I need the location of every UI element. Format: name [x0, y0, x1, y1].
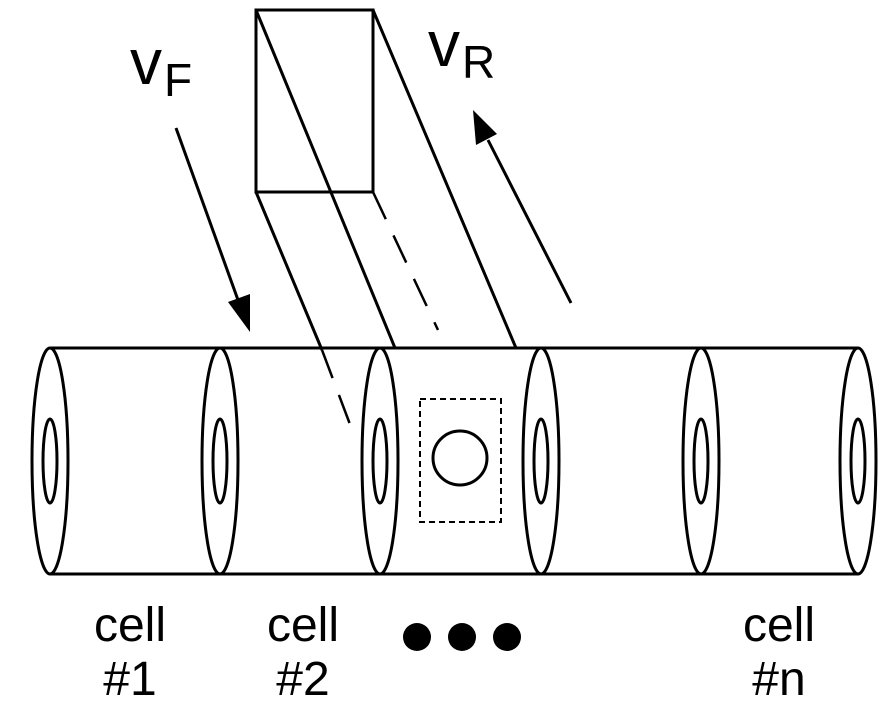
- beam-edge-lower-left: [254, 191, 324, 351]
- beam-edge-diagonal-outer: [371, 9, 518, 349]
- ellipsis-dot: [493, 623, 521, 651]
- particle: [431, 429, 489, 487]
- beam-projection: [254, 8, 518, 436]
- cell-boundary-ring: [838, 346, 878, 576]
- svg-text:R: R: [462, 36, 495, 88]
- focus-region: [419, 398, 502, 523]
- cell-label-last: cell #n: [743, 599, 815, 706]
- ellipsis-dot: [448, 623, 476, 651]
- cell-boundary-ring: [681, 346, 721, 576]
- svg-text:v: v: [428, 8, 460, 80]
- svg-text:#2: #2: [276, 653, 329, 706]
- reverse-velocity-arrow: [473, 110, 573, 304]
- forward-velocity-label: v F: [130, 26, 192, 106]
- cell-boundary-ring: [521, 346, 561, 576]
- svg-text:cell: cell: [743, 599, 815, 652]
- cell-boundary-ring: [30, 346, 70, 576]
- ellipsis: [403, 623, 521, 651]
- cell-boundary-ring: [360, 346, 400, 576]
- svg-text:v: v: [130, 26, 162, 98]
- forward-velocity-arrow: [174, 127, 250, 332]
- cell-label-first: cell #1: [94, 599, 166, 706]
- svg-text:F: F: [164, 54, 192, 106]
- svg-text:#n: #n: [752, 653, 805, 706]
- svg-text:#1: #1: [103, 653, 156, 706]
- ellipsis-dot: [403, 623, 431, 651]
- beam-edge-lower-left-hidden: [320, 349, 356, 436]
- beam-source-box: [254, 8, 375, 194]
- beam-edge-diagonal-inner: [254, 9, 397, 349]
- cell-cylinder: [30, 346, 878, 576]
- svg-text:cell: cell: [267, 599, 339, 652]
- svg-text:cell: cell: [94, 599, 166, 652]
- cell-label-second: cell #2: [267, 599, 339, 706]
- cell-boundary-ring: [200, 346, 240, 576]
- beam-edge-lower-right-hidden: [371, 191, 440, 331]
- reverse-velocity-label: v R: [428, 8, 495, 88]
